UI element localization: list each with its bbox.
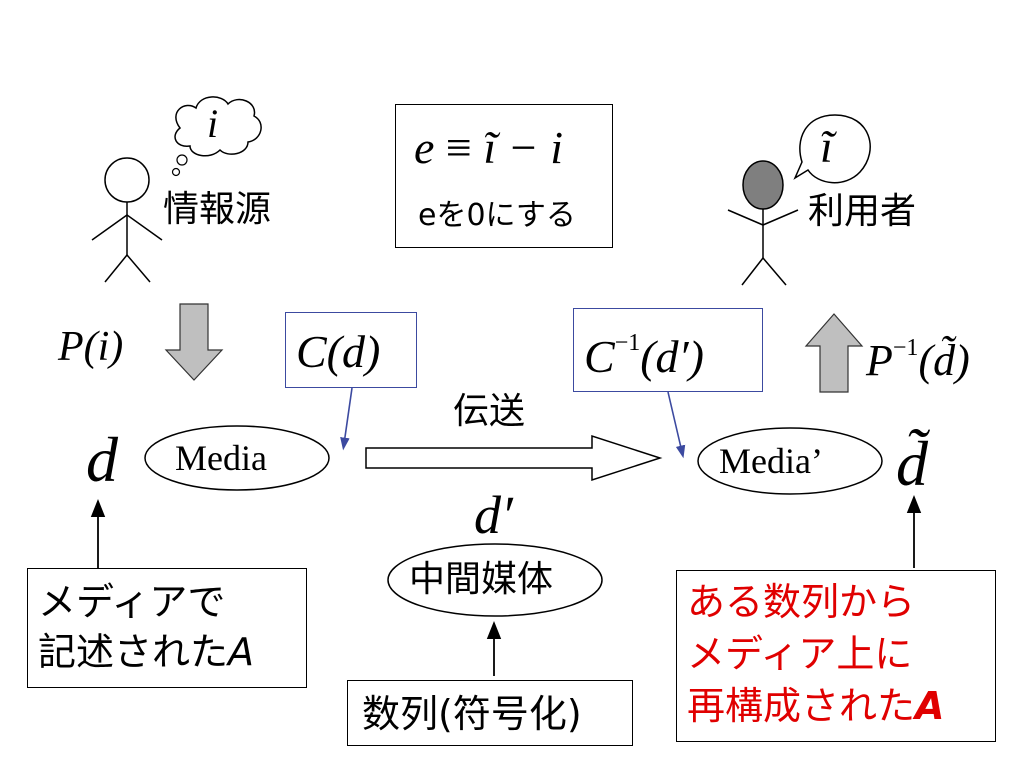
speech-itilde: ĩ (820, 121, 833, 172)
right-description-box: ある数列から メディア上に 再構成されたA (676, 570, 996, 742)
equation-rest: − i (507, 122, 563, 173)
encoding-P: P(i) (58, 324, 124, 370)
C-d-text: C(d) (296, 326, 381, 377)
right-desc-text: 再構成された (687, 684, 916, 728)
transmission-arrow-icon (365, 434, 663, 482)
error-box: e ≡ ĩ − i eを0にする (395, 104, 613, 248)
P-inv-arg: (d̃) (918, 336, 970, 385)
equation-itilde: ĩ (483, 122, 497, 173)
source-label: 情報源 (163, 189, 272, 230)
right-desc-line2: メディア上に (687, 632, 913, 676)
thought-i: i (207, 101, 219, 146)
media-prime-label: Media’ (719, 441, 823, 481)
left-desc-line1: メディアで (38, 580, 226, 624)
P-inv-base: P (866, 336, 893, 385)
blue-connector-right (667, 391, 686, 459)
equation-op: ≡ (445, 122, 472, 173)
equation: e ≡ ĩ − i (414, 125, 563, 171)
encode-down-arrow-icon (164, 303, 224, 381)
left-desc-line2: 記述されたA (38, 633, 254, 671)
media-label: Media (175, 438, 267, 478)
transmission-label: 伝送 (453, 391, 526, 432)
C-inv-base: C (584, 331, 615, 382)
user-person-icon (727, 160, 799, 286)
right-desc-line3: 再構成されたA (687, 687, 944, 725)
center-description-box: 数列(符号化) (347, 680, 633, 746)
intermediate-symbol: d′ (474, 485, 513, 545)
C-inv-text: C−1(d′) (584, 331, 704, 380)
media-symbol-dtilde: d̃ (896, 428, 928, 499)
media-prime-ellipse (697, 427, 883, 495)
left-desc-text: 記述された (38, 630, 229, 674)
decoding-P-inv: P−1(d̃) (866, 336, 970, 383)
C-inv-box: C−1(d′) (573, 308, 763, 392)
intermediate-ellipse (387, 543, 603, 617)
right-desc-line1: ある数列から (687, 580, 916, 624)
user-label: 利用者 (808, 191, 917, 232)
speech-bubble-icon (793, 114, 871, 184)
C-inv-arg: (d′) (640, 331, 704, 382)
P-inv-sup: −1 (892, 335, 919, 361)
decode-up-arrow-icon (804, 313, 864, 393)
thought-cloud-icon (171, 96, 262, 177)
C-d-box: C(d) (285, 312, 417, 388)
left-desc-A: A (228, 630, 255, 674)
right-desc-A: A (915, 684, 945, 728)
blue-connector-left (340, 387, 353, 451)
left-description-box: メディアで 記述されたA (27, 568, 307, 688)
intermediate-label: 中間媒体 (409, 559, 554, 600)
error-caption: eを0にする (418, 198, 576, 233)
media-symbol-d: d (86, 424, 118, 495)
source-person-icon (91, 157, 163, 283)
C-inv-sup: −1 (614, 330, 641, 356)
equation-e: e (414, 122, 435, 173)
media-ellipse (144, 425, 330, 491)
center-desc: 数列(符号化) (362, 692, 582, 736)
